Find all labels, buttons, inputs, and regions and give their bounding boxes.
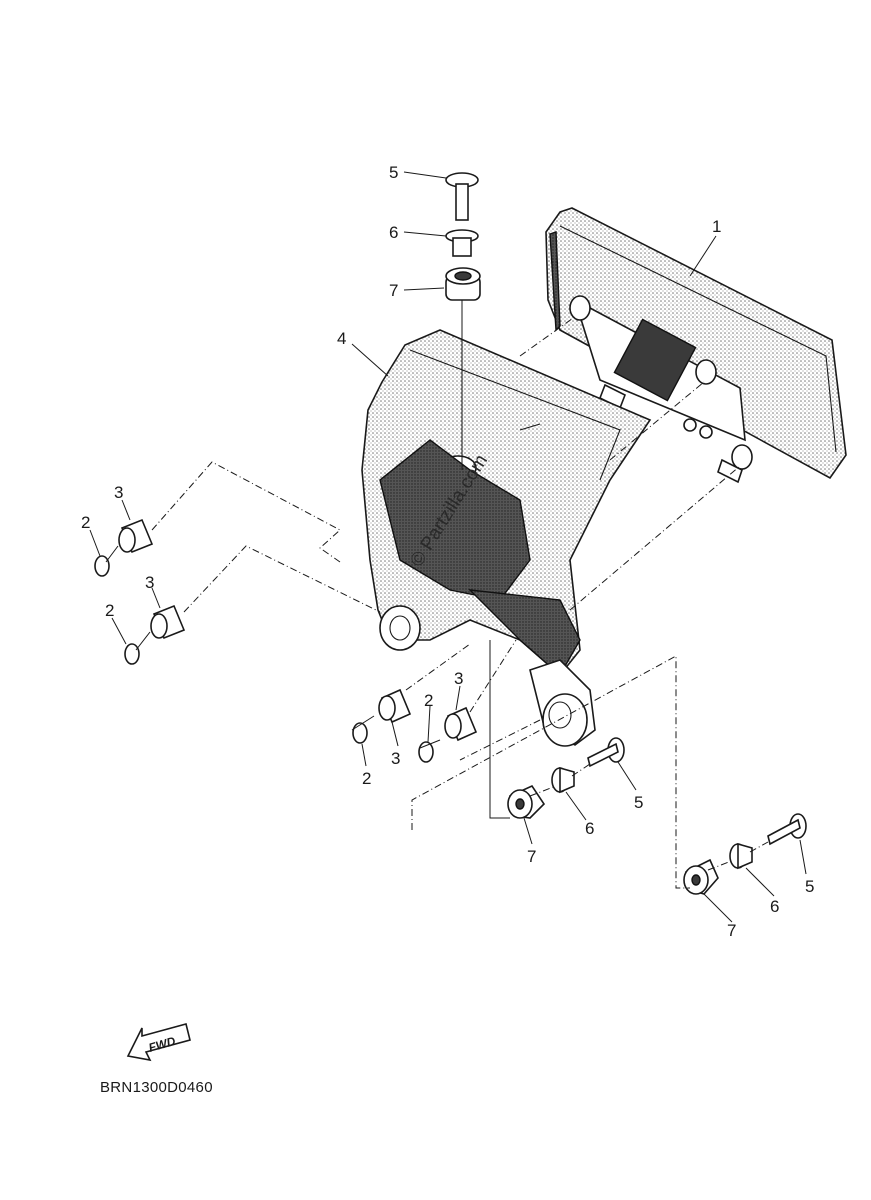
callout-meter-bracket: 4	[337, 329, 346, 348]
callouts: 1 4 5 6 7 3 2 3 2 3 2 3 2 5 6 7 5 6 7	[81, 163, 814, 940]
callout-collar-left-lower: 3	[145, 573, 154, 592]
circlip-lower-a	[352, 722, 368, 744]
assembly-lines	[105, 315, 769, 889]
meter-bracket	[361, 329, 652, 747]
collar-right	[729, 842, 753, 870]
collar-left-upper	[118, 518, 154, 554]
collar-top	[445, 229, 479, 257]
circlip-left-lower	[124, 643, 140, 665]
circlip-lower-b	[418, 741, 434, 763]
callout-damper-top: 7	[389, 281, 398, 300]
meter-assembly	[545, 207, 847, 484]
callout-damper-mid: 7	[527, 847, 536, 866]
collar-mid	[551, 766, 575, 794]
callout-circlip-lower-a: 2	[362, 769, 371, 788]
damper-top	[445, 267, 481, 301]
bolt-mid	[587, 737, 625, 768]
callout-collar-left-upper: 3	[114, 483, 123, 502]
callout-bolt-top: 5	[389, 163, 398, 182]
fwd-arrow-icon: FWD	[126, 1023, 191, 1062]
callout-collar-mid: 6	[585, 819, 594, 838]
callout-collar-lower-a: 3	[391, 749, 400, 768]
callout-bolt-mid: 5	[634, 793, 643, 812]
callout-damper-right: 7	[727, 921, 736, 940]
bolt-right	[767, 813, 807, 846]
callout-circlip-left-upper: 2	[81, 513, 90, 532]
collar-lower-a	[378, 688, 412, 724]
callout-circlip-left-lower: 2	[105, 601, 114, 620]
collar-left-lower	[150, 604, 186, 640]
callout-meter-assembly: 1	[712, 217, 721, 236]
callout-bolt-right: 5	[805, 877, 814, 896]
bolt-top	[445, 172, 479, 221]
callout-collar-top: 6	[389, 223, 398, 242]
callout-collar-lower-b: 3	[454, 669, 463, 688]
circlip-left-upper	[94, 555, 110, 577]
damper-mid	[507, 784, 546, 819]
damper-right	[683, 858, 719, 895]
drawing-code: BRN1300D0460	[100, 1079, 213, 1096]
collar-lower-b	[444, 706, 478, 742]
callout-collar-right: 6	[770, 897, 779, 916]
callout-circlip-lower-b: 2	[424, 691, 433, 710]
leader-lines	[89, 171, 807, 923]
